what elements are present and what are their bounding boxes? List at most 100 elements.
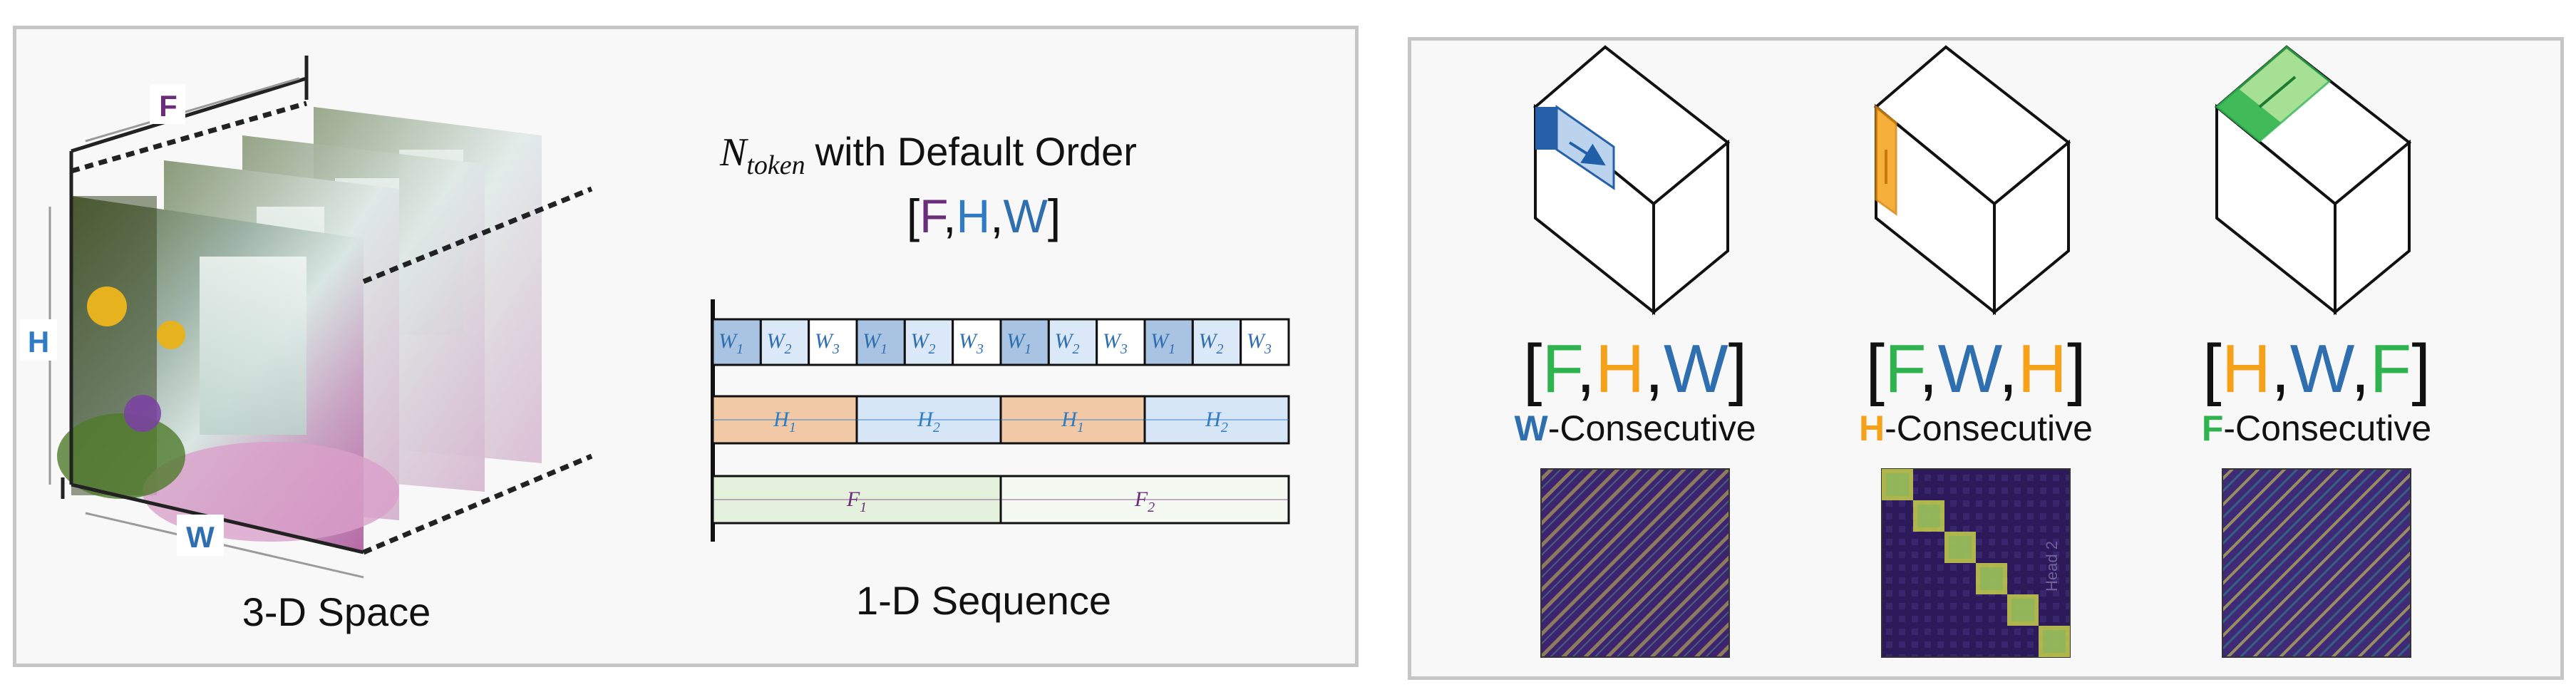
w-cell-base: W xyxy=(862,329,882,353)
w-cell-sub: 3 xyxy=(832,341,840,357)
w-cell-sub: 3 xyxy=(1120,341,1128,357)
direction-arrow xyxy=(2258,76,2297,108)
h-cell-sub: 1 xyxy=(789,420,796,435)
w-cell: W2 xyxy=(903,318,954,366)
order-sep: , xyxy=(943,190,956,242)
w-cell-sub: 2 xyxy=(1217,341,1224,357)
highlight-block xyxy=(2217,88,2281,141)
cube-caption: 3-D Space xyxy=(242,589,431,634)
cube-3 xyxy=(2214,45,2412,316)
heatmap-block xyxy=(1913,500,1944,532)
default-order: [F,H,W] xyxy=(907,190,1061,242)
w-cell-base: W xyxy=(815,329,835,353)
f-cell-base: F xyxy=(846,487,860,511)
w-cell-label: W3 xyxy=(1103,329,1128,357)
w-cell-base: W xyxy=(1055,329,1075,353)
order-close: ] xyxy=(1048,190,1061,242)
video-frame-1 xyxy=(57,196,399,552)
order-token: W xyxy=(1938,331,2003,407)
consecutive-caption: H-Consecutive xyxy=(1859,408,2093,448)
order-token: ] xyxy=(1729,331,1748,407)
heatmap-block xyxy=(1944,532,1976,563)
w-cell: W3 xyxy=(952,318,1002,366)
attention-heatmap-3 xyxy=(2222,468,2411,658)
w-cell-label: W1 xyxy=(862,329,887,357)
cube-2 xyxy=(1873,45,2071,316)
order-token: , xyxy=(1576,331,1595,407)
caption-axis-letter: F xyxy=(2202,408,2224,448)
axis-label-h: H xyxy=(28,325,49,358)
highlight-block xyxy=(1535,107,1557,150)
w-cell-sub: 2 xyxy=(1073,341,1080,357)
w-cell-base: W xyxy=(1103,329,1123,353)
w-cell-sub: 1 xyxy=(1024,341,1031,357)
w-cell-base: W xyxy=(767,329,787,353)
h-cell-sub: 2 xyxy=(933,420,940,435)
order-token: , xyxy=(2351,331,2370,407)
h-cell-label: H2 xyxy=(1205,408,1228,435)
w-cell-label: W2 xyxy=(1055,329,1080,357)
order-label: [F,H,W] xyxy=(1523,331,1748,407)
frame-stack xyxy=(48,56,593,579)
order-token: F xyxy=(2370,331,2412,407)
order-column-3: [H,W,F]F-Consecutive xyxy=(2202,45,2431,658)
w-cell-label: W2 xyxy=(1199,329,1224,357)
h-cell-label: H1 xyxy=(773,408,796,435)
w-cell-label: W3 xyxy=(1247,329,1272,357)
h-cell-sub: 1 xyxy=(1077,420,1084,435)
f-cell-base: F xyxy=(1134,487,1148,511)
axis-label-w: W xyxy=(186,520,215,554)
sequence-caption: 1-D Sequence xyxy=(856,578,1111,623)
w-cell: W2 xyxy=(1047,318,1098,366)
w-cell-sub: 1 xyxy=(736,341,743,357)
caption-axis-letter: W xyxy=(1515,408,1549,448)
w-cell-label: W2 xyxy=(767,329,792,357)
heatmap-block-inner xyxy=(1980,567,2003,590)
w-cell-sub: 2 xyxy=(785,341,792,357)
f-cell-label: F1 xyxy=(846,487,867,515)
attention-heatmap-1 xyxy=(1540,468,1730,658)
h-cell-label: H1 xyxy=(1061,408,1084,435)
h-cell: H1 xyxy=(711,395,858,445)
consecutive-caption: W-Consecutive xyxy=(1515,408,1756,448)
w-cell: W3 xyxy=(1240,318,1290,366)
w-cell: W2 xyxy=(759,318,810,366)
order-cubes: [F,H,W]W-Consecutive[F,W,H]H-Consecutive… xyxy=(1515,45,2431,658)
ntoken-subscript: token xyxy=(746,150,805,180)
order-token: , xyxy=(1644,331,1664,407)
w-cell-base: W xyxy=(911,329,931,353)
order-token: [ xyxy=(1523,331,1542,407)
order-token: ] xyxy=(2411,331,2431,407)
w-cell-label: W1 xyxy=(1150,329,1175,357)
h-cell-label: H2 xyxy=(917,408,940,435)
w-cell: W1 xyxy=(711,318,762,366)
f-cell-label: F2 xyxy=(1134,487,1155,515)
w-cell: W1 xyxy=(999,318,1050,366)
order-open: [ xyxy=(907,190,919,242)
caption-axis-letter: H xyxy=(1859,408,1885,448)
order-token: F xyxy=(1542,331,1581,407)
heatmap-block xyxy=(2039,626,2070,657)
order-token: W xyxy=(1664,331,1729,407)
order-token: , xyxy=(1919,331,1938,407)
w-cell-base: W xyxy=(1006,329,1026,353)
order-label: [H,W,F] xyxy=(2203,331,2431,407)
w-cell: W1 xyxy=(1143,318,1194,366)
h-cell-base: H xyxy=(1061,408,1078,431)
w-cell: W2 xyxy=(1191,318,1242,366)
f-cell: F1 xyxy=(711,475,1002,525)
w-cell-label: W1 xyxy=(718,329,743,357)
order-token: ] xyxy=(2067,331,2086,407)
order-token: F xyxy=(1885,331,1924,407)
caption-rest: -Consecutive xyxy=(1548,408,1756,448)
w-cell-base: W xyxy=(1247,329,1267,353)
h-cell-base: H xyxy=(773,408,790,431)
order-token: , xyxy=(1999,331,2018,407)
heatmap-block xyxy=(2007,594,2039,626)
w-cell-base: W xyxy=(959,329,979,353)
w-cell-label: W3 xyxy=(959,329,984,357)
